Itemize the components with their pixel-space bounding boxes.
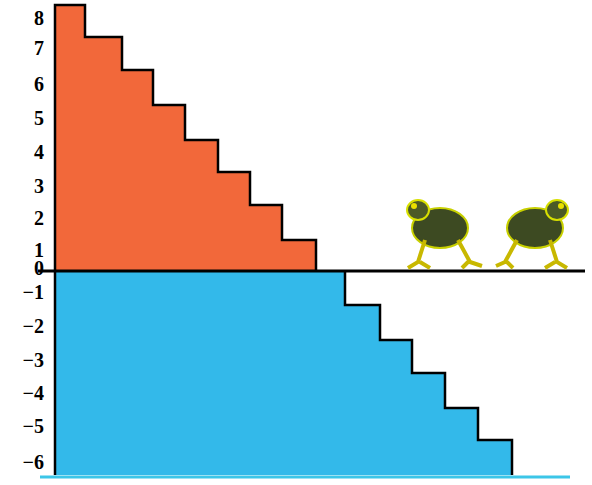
axis-number: 6 bbox=[4, 74, 44, 94]
axis-number: 3 bbox=[4, 176, 44, 196]
axis-number: 5 bbox=[4, 108, 44, 128]
axis-number: 1 bbox=[4, 240, 44, 260]
staircase-outline bbox=[55, 5, 316, 270]
frog-right bbox=[496, 200, 568, 268]
axis-number: 2 bbox=[4, 208, 44, 228]
axis-number: 7 bbox=[4, 38, 44, 58]
staircase-outline bbox=[345, 270, 512, 475]
ground-line bbox=[40, 476, 570, 479]
zero-line bbox=[38, 270, 585, 273]
axis-number: −5 bbox=[4, 416, 44, 436]
axis-number: 0 bbox=[4, 258, 44, 278]
axis-number: −4 bbox=[4, 383, 44, 403]
frog-left bbox=[407, 200, 482, 268]
axis-number: −3 bbox=[4, 350, 44, 370]
axis-number: −6 bbox=[4, 452, 44, 472]
positive-staircase bbox=[55, 5, 316, 270]
axis-number: 4 bbox=[4, 142, 44, 162]
axis-number: −1 bbox=[4, 282, 44, 302]
negative-staircase bbox=[55, 270, 512, 475]
axis-number: 8 bbox=[4, 8, 44, 28]
axis-line bbox=[54, 270, 57, 475]
axis-number: −2 bbox=[4, 316, 44, 336]
